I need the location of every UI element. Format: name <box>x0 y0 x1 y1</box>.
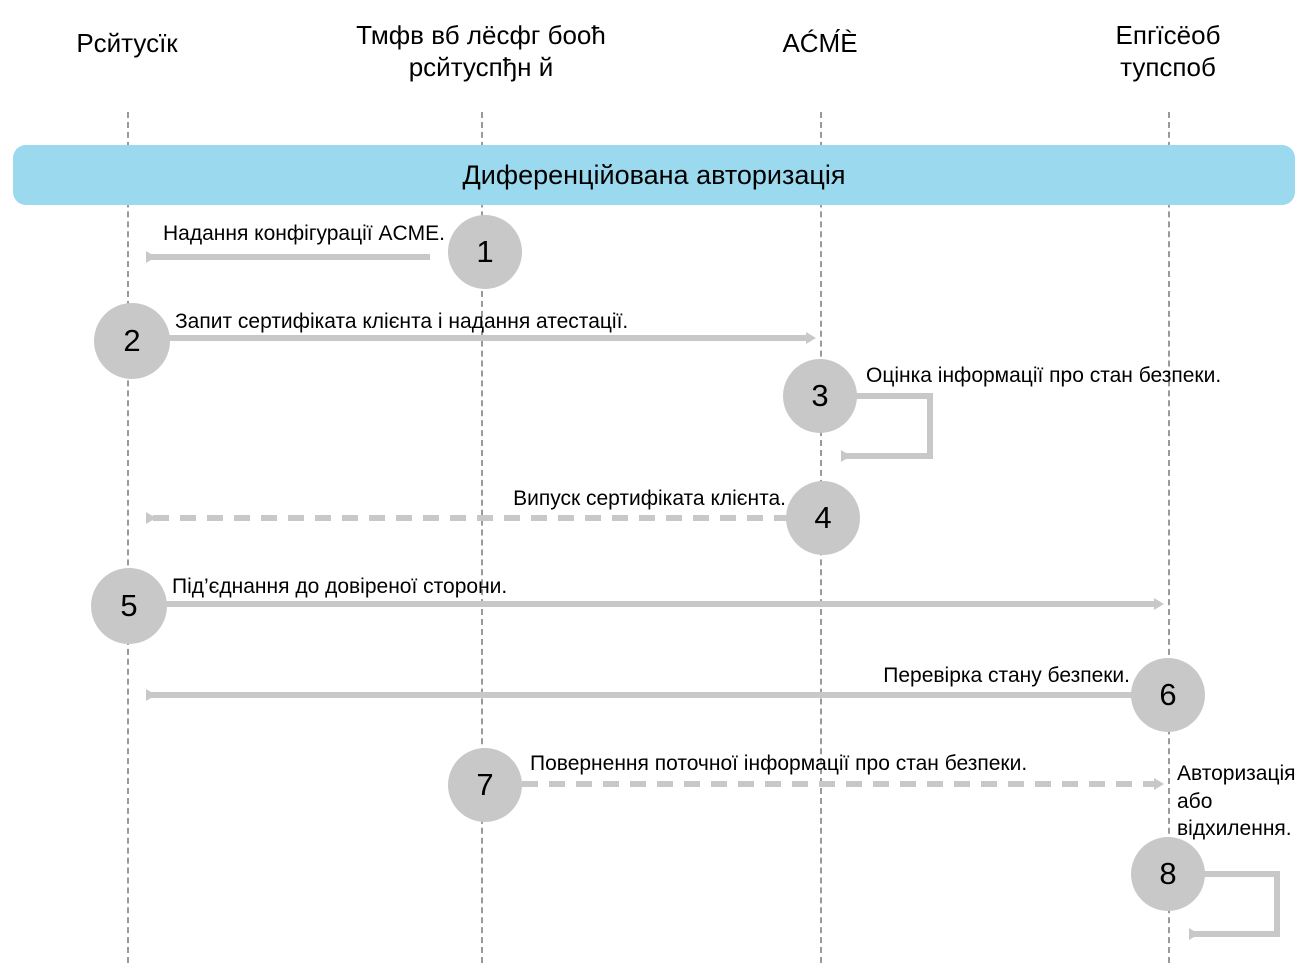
phase-banner: Диференційована авторизація <box>13 145 1295 205</box>
message-label-step-7: Повернення поточної інформації про стан … <box>530 752 1028 775</box>
authorization-note: Авторизація або відхилення. <box>1177 762 1296 841</box>
step-circle-2[interactable]: 2 <box>94 303 170 379</box>
message-label-step-2: Запит сертифіката клієнта і надання атес… <box>175 310 629 333</box>
step-circle-3[interactable]: 3 <box>783 359 857 433</box>
lifeline-relying-party <box>1168 112 1170 963</box>
message-label-step-4: Випуск сертифіката клієнта. <box>513 487 786 510</box>
message-label-step-3: Оцінка інформації про стан безпеки. <box>866 364 1222 387</box>
lifeline-header-relying-party: Епгїсёоб тупспоб <box>1115 20 1221 82</box>
step-circle-8[interactable]: 8 <box>1131 837 1205 911</box>
phase-banner-label: Диференційована авторизація <box>462 159 846 190</box>
message-label-step-1: Надання конфігурації ACME. <box>163 222 445 245</box>
step-circle-7[interactable]: 7 <box>448 748 522 822</box>
lifeline-client <box>127 112 129 963</box>
message-label-step-5: Під’єднання до довіреної сторони. <box>172 575 508 598</box>
lifeline-header-client: Рсйтусїк <box>76 28 178 58</box>
step-circle-4[interactable]: 4 <box>786 481 860 555</box>
lifeline-provider <box>481 112 483 963</box>
step-circle-6[interactable]: 6 <box>1131 658 1205 732</box>
step-circle-1[interactable]: 1 <box>448 215 522 289</box>
message-label-step-6: Перевірка стану безпеки. <box>883 664 1130 687</box>
step-circle-5[interactable]: 5 <box>91 568 167 644</box>
arrow-step-8-self-loop <box>1189 871 1280 940</box>
lifeline-header-acme: АĆМ́È <box>782 28 858 58</box>
lifeline-header-provider: Тмфв вб лёсфг бооћ рсйтуспђн й <box>356 20 606 82</box>
arrow-step-3-self-loop <box>841 393 933 462</box>
